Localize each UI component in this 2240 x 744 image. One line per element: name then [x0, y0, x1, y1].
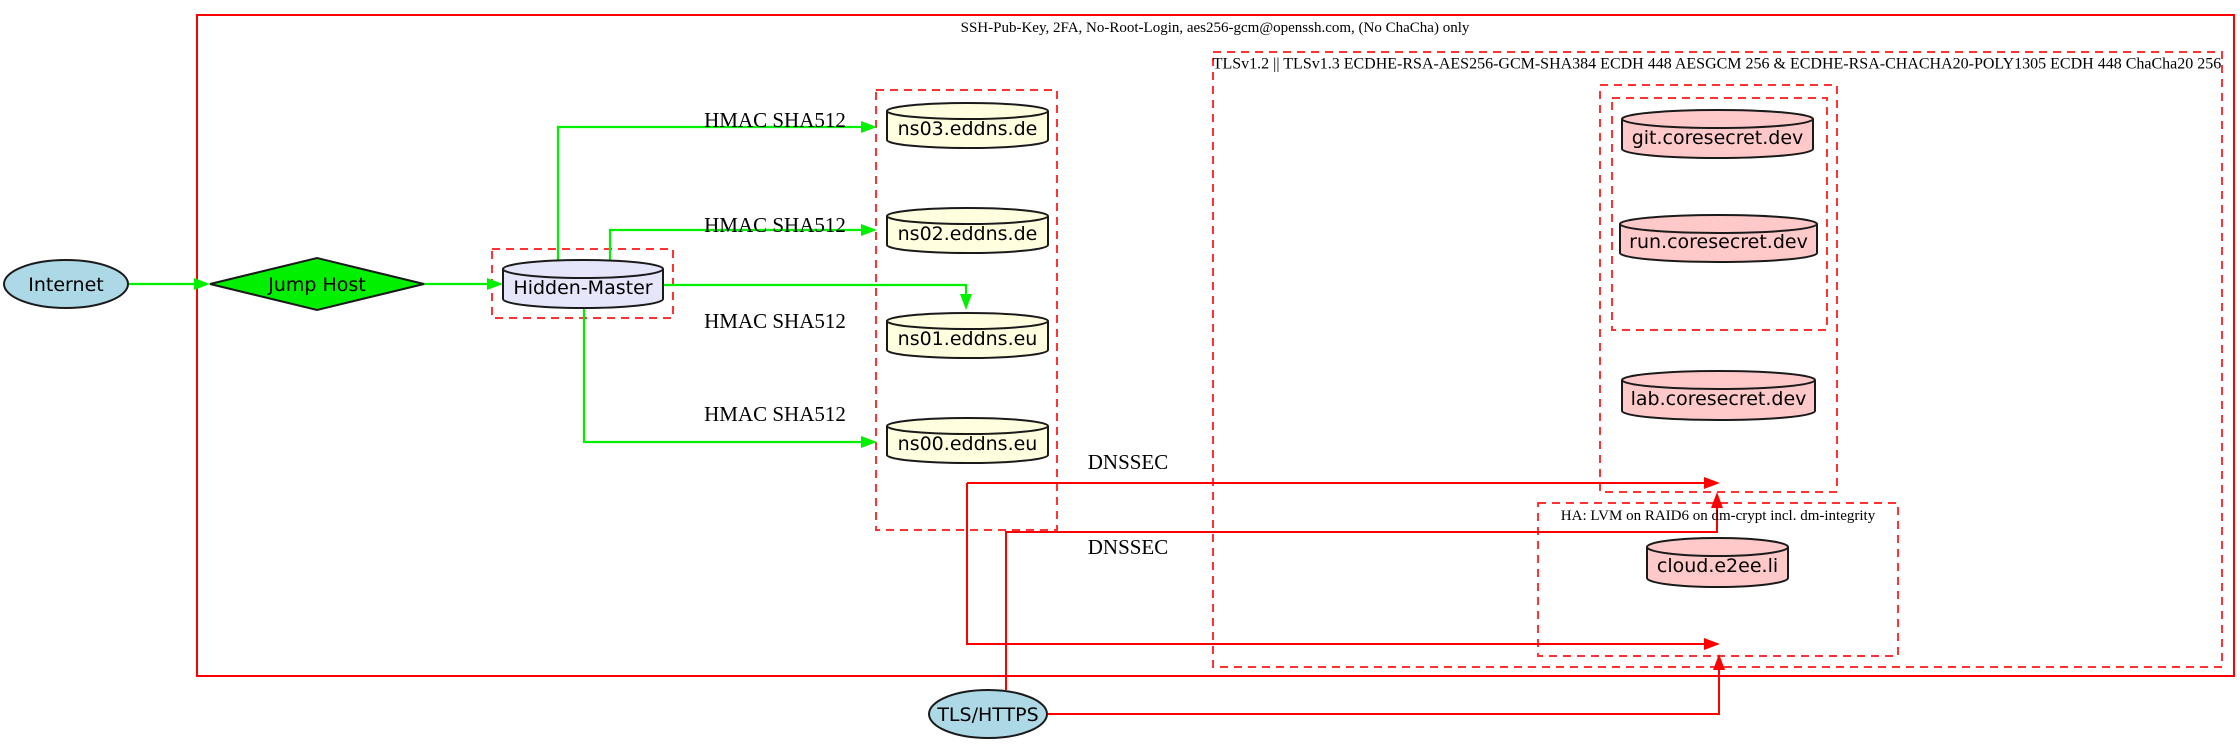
- node-jump-host-label: Jump Host: [267, 274, 366, 296]
- node-ns01: [886, 321, 1049, 359]
- edge-tls-to-coresecret: [1005, 508, 1718, 690]
- node-cloud: [1646, 547, 1789, 588]
- node-ns03-top: [886, 102, 1049, 120]
- cluster-ha-storage-box: [1537, 502, 1899, 657]
- node-ns03-label: ns03.eddns.de: [898, 118, 1038, 140]
- edge-label-dnssec-2: DNSSEC: [1088, 535, 1169, 559]
- node-run-top: [1619, 214, 1818, 234]
- node-ns02-top: [886, 207, 1049, 225]
- node-hidden-master-label: Hidden-Master: [513, 277, 652, 299]
- edge-hiddenmaster-ns03: [556, 125, 861, 262]
- cluster-coresecret-inner-box: [1611, 97, 1828, 331]
- arrowhead-tls-coresecret: [1711, 492, 1723, 508]
- arrowhead-tls-ha: [1713, 654, 1725, 670]
- node-tls-https-label: TLS/HTTPS: [936, 704, 1038, 726]
- node-cloud-top: [1646, 537, 1789, 557]
- edge-label-hmac-ns01: HMAC SHA512: [704, 309, 846, 333]
- node-internet: [3, 259, 129, 309]
- node-ns00-label: ns00.eddns.eu: [898, 433, 1038, 455]
- edge-tls-to-ha: [1047, 670, 1720, 715]
- node-run: [1619, 224, 1818, 263]
- node-run-label: run.coresecret.dev: [1629, 231, 1808, 253]
- node-lab-top: [1621, 370, 1816, 390]
- edge-label-hmac-ns03: HMAC SHA512: [704, 108, 846, 132]
- node-git: [1621, 119, 1814, 159]
- cluster-dns-servers-box: [875, 89, 1058, 531]
- cluster-ha-storage-label: HA: LVM on RAID6 on dm-crypt incl. dm-in…: [1561, 508, 1876, 524]
- node-ns03: [886, 111, 1049, 149]
- edge-label-hmac-ns00: HMAC SHA512: [704, 402, 846, 426]
- cluster-coresecret-outer-box: [1599, 84, 1838, 493]
- arrowhead-dnssec-ha: [1704, 638, 1720, 650]
- node-hidden-master-top: [502, 259, 664, 279]
- node-tls-https: [928, 689, 1048, 739]
- arrowhead-jumphost-hiddenmaster: [487, 278, 503, 290]
- node-jump-host: [209, 256, 425, 312]
- node-ns02: [886, 216, 1049, 254]
- arrowhead-dnssec-coresecret: [1704, 477, 1720, 489]
- arrowhead-ns02: [861, 224, 877, 236]
- edge-label-hmac-ns02: HMAC SHA512: [704, 213, 846, 237]
- edge-dnssec-to-ha: [966, 483, 1704, 645]
- arrowhead-ns00: [861, 436, 877, 448]
- node-ns00-top: [886, 417, 1049, 435]
- node-hidden-master: [502, 269, 664, 309]
- node-cloud-label: cloud.e2ee.li: [1657, 555, 1778, 577]
- node-git-label: git.coresecret.dev: [1632, 127, 1804, 149]
- edge-label-dnssec-1: DNSSEC: [1088, 450, 1169, 474]
- arrowhead-ns03: [861, 121, 877, 133]
- edge-hiddenmaster-ns00: [582, 308, 861, 444]
- edge-hiddenmaster-ns01: [663, 283, 968, 294]
- cluster-ssh-perimeter-box: [196, 14, 2235, 677]
- node-ns00: [886, 426, 1049, 464]
- node-ns01-label: ns01.eddns.eu: [898, 328, 1038, 350]
- arrowhead-internet-jumphost: [194, 278, 210, 290]
- node-lab: [1621, 380, 1816, 421]
- cluster-ssh-perimeter-label: SSH-Pub-Key, 2FA, No-Root-Login, aes256-…: [961, 20, 1470, 36]
- node-internet-label: Internet: [28, 274, 103, 296]
- arrowhead-ns01: [960, 294, 972, 310]
- node-ns01-top: [886, 312, 1049, 330]
- cluster-tls-zone-label: TLSv1.2 || TLSv1.3 ECDHE-RSA-AES256-GCM-…: [1213, 56, 2222, 73]
- node-git-top: [1621, 109, 1814, 129]
- node-lab-label: lab.coresecret.dev: [1631, 388, 1807, 410]
- node-ns02-label: ns02.eddns.de: [898, 223, 1038, 245]
- edge-hiddenmaster-ns02: [608, 228, 861, 262]
